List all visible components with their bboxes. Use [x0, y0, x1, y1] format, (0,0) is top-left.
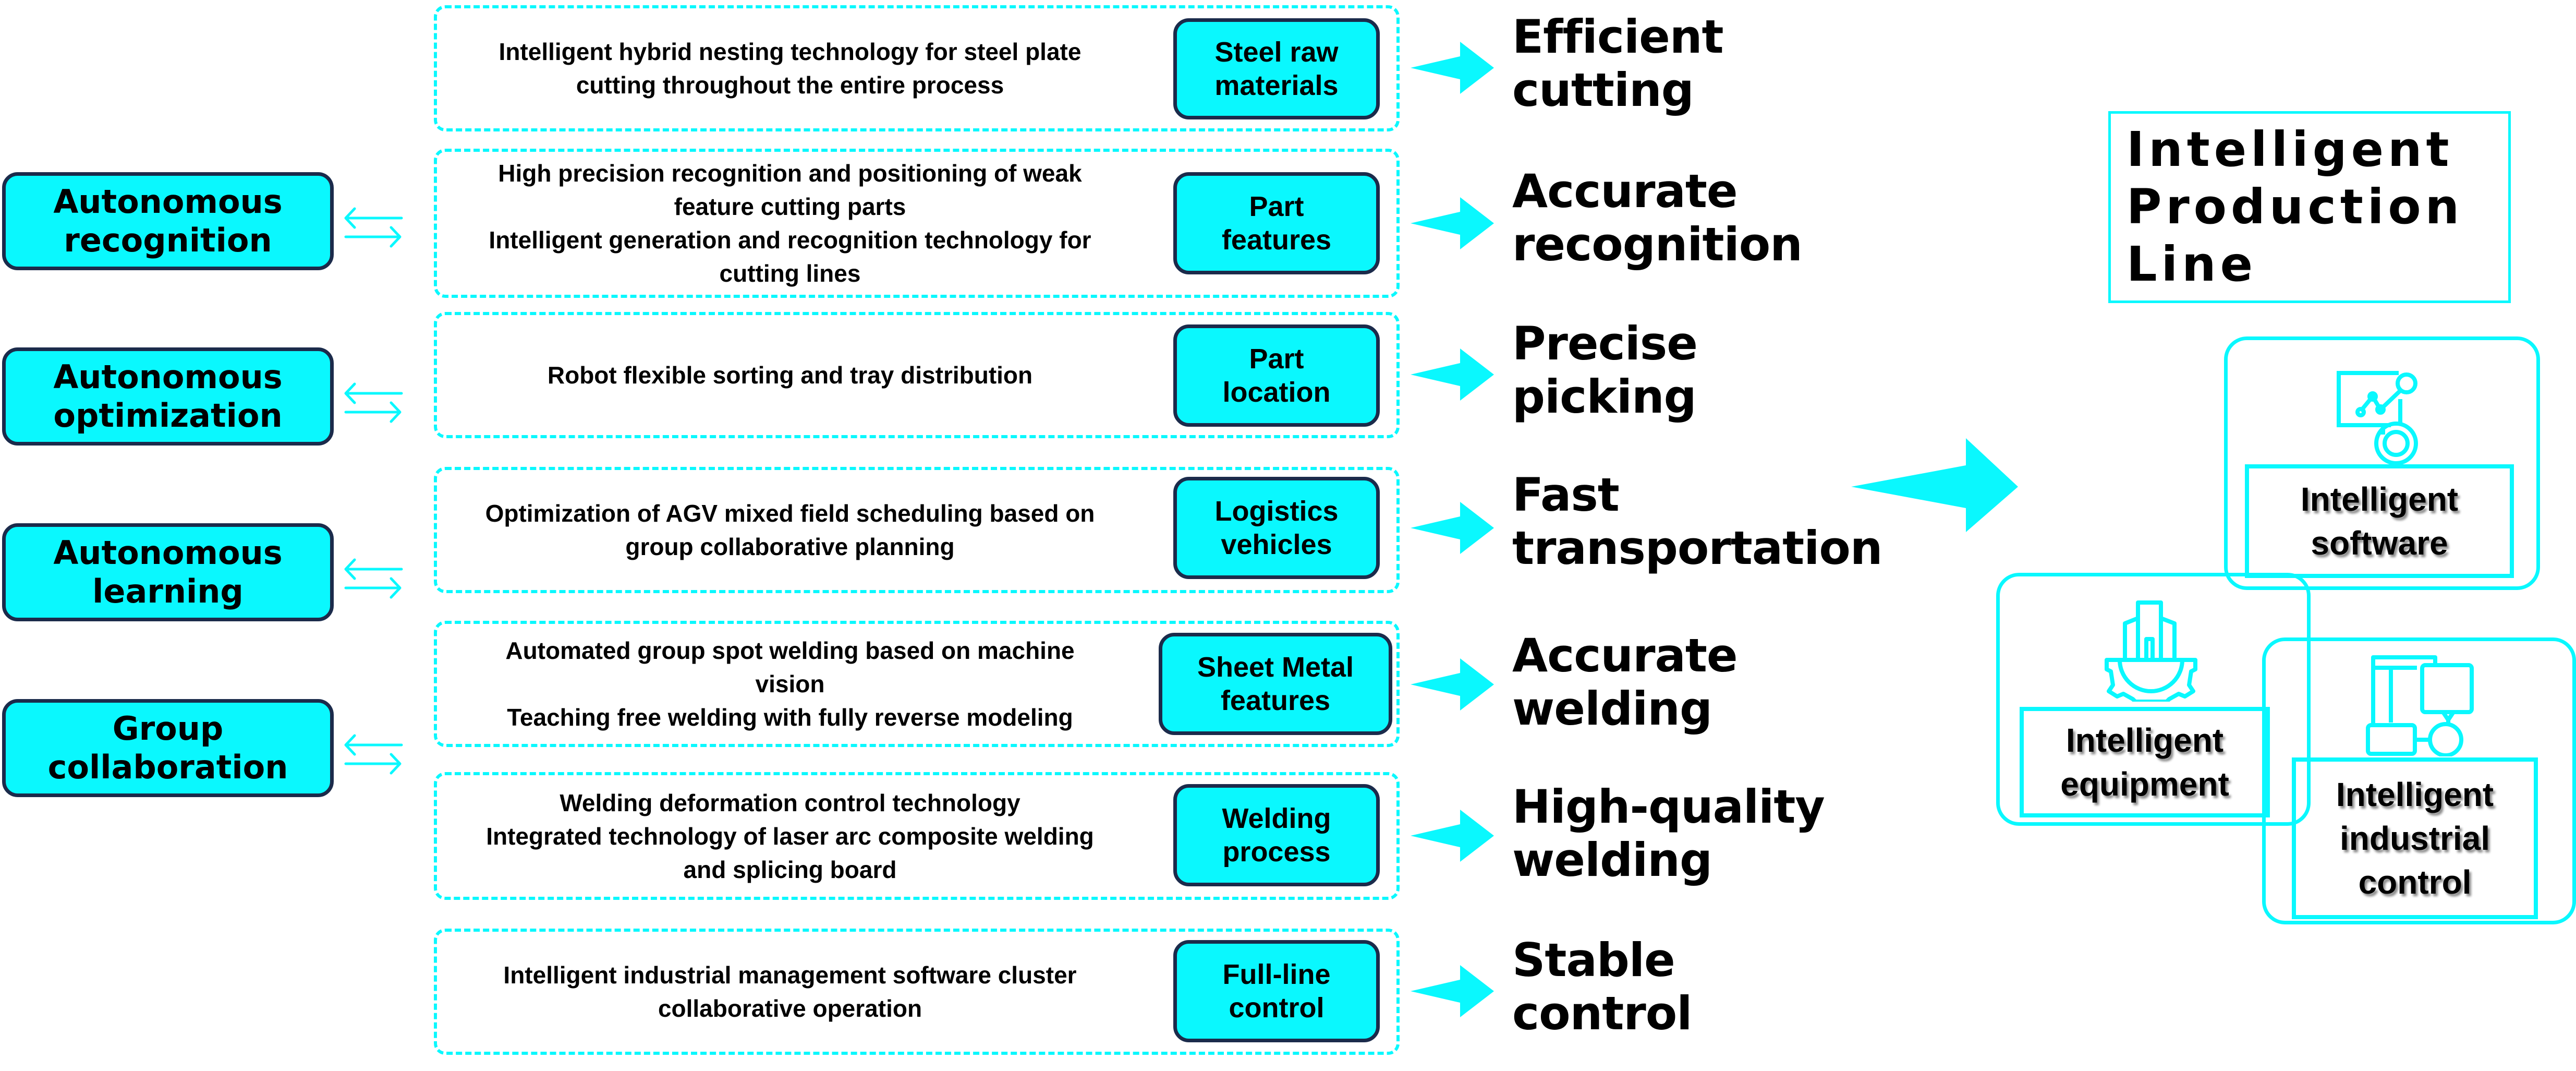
card-label-intelligent-equipment: Intelligent equipment [2020, 707, 2270, 817]
outcome-efficient-cutting: Efficient cutting [1512, 10, 1724, 117]
card-label-intelligent-industrial-control: Intelligent industrial control [2292, 757, 2538, 919]
technology-text: Intelligent hybrid nesting technology fo… [459, 5, 1121, 131]
control-system-icon [2365, 652, 2477, 756]
technology-text: High precision recognition and positioni… [459, 149, 1121, 298]
outcome-accurate-welding: Accurate welding [1512, 629, 1738, 736]
technology-text: Welding deformation control technology I… [459, 772, 1121, 900]
technology-line: cutting throughout the entire process [576, 71, 1004, 99]
technology-line: cutting lines [719, 260, 861, 287]
capability-autonomous-learning: Autonomous learning [2, 523, 334, 621]
outcome-precise-picking: Precise picking [1512, 317, 1698, 424]
outcome-high-quality-welding: High-quality welding [1512, 780, 1825, 887]
analytics-monitor-icon [2328, 368, 2438, 472]
object-logistics-vehicles: Logistics vehicles [1173, 477, 1380, 579]
outcome-stable-control: Stable control [1512, 933, 1692, 1040]
technology-panel [434, 467, 1400, 593]
technology-line: and splicing board [683, 856, 897, 883]
card-intelligent-equipment [1996, 573, 2311, 826]
technology-line: Integrated technology of laser arc compo… [486, 822, 1094, 850]
technology-line: vision [755, 670, 825, 697]
technology-panel [434, 149, 1400, 298]
technology-text: Robot flexible sorting and tray distribu… [459, 312, 1121, 438]
technology-panel [434, 312, 1400, 438]
technology-panel [434, 5, 1400, 131]
right-arrow-icon [1411, 197, 1494, 249]
bidirectional-arrow-icon [344, 734, 403, 775]
outcome-accurate-recognition: Accurate recognition [1512, 164, 1803, 271]
technology-line: Welding deformation control technology [560, 789, 1020, 816]
technology-line: Robot flexible sorting and tray distribu… [547, 362, 1033, 389]
technology-line: Optimization of AGV mixed field scheduli… [485, 500, 1095, 527]
object-steel-raw-materials: Steel raw materials [1173, 18, 1380, 119]
right-arrow-icon [1411, 658, 1494, 711]
technology-line: Intelligent hybrid nesting technology fo… [499, 38, 1082, 65]
right-arrow-icon [1411, 965, 1494, 1017]
technology-line: group collaborative planning [625, 533, 955, 560]
technology-line: feature cutting parts [674, 193, 906, 220]
technology-text: Optimization of AGV mixed field scheduli… [459, 467, 1121, 593]
gear-machine-icon [2101, 597, 2201, 702]
object-part-features: Part features [1173, 172, 1380, 274]
bidirectional-arrow-icon [344, 382, 403, 423]
bidirectional-arrow-icon [344, 207, 403, 248]
card-intelligent-software [2224, 336, 2540, 590]
outcome-fast-transportation: Fast transportation [1512, 468, 1883, 575]
object-part-location: Part location [1173, 324, 1380, 427]
object-sheet-metal-features: Sheet Metal features [1159, 633, 1392, 735]
technology-panel [434, 772, 1400, 900]
technology-line: collaborative operation [658, 995, 922, 1022]
capability-autonomous-recognition: Autonomous recognition [2, 172, 334, 270]
technology-text: Automated group spot welding based on ma… [459, 621, 1121, 747]
right-arrow-icon [1411, 348, 1494, 401]
technology-line: Teaching free welding with fully reverse… [507, 704, 1073, 731]
card-intelligent-industrial-control [2262, 637, 2576, 924]
technology-panel [434, 929, 1400, 1055]
technology-line: Automated group spot welding based on ma… [505, 637, 1075, 664]
capability-autonomous-optimization: Autonomous optimization [2, 347, 334, 446]
large-right-arrow-icon [1851, 438, 2018, 532]
object-full-line-control: Full-line control [1173, 940, 1380, 1042]
object-welding-process: Welding process [1173, 784, 1380, 886]
technology-line: High precision recognition and positioni… [498, 160, 1082, 187]
technology-line: Intelligent industrial management softwa… [503, 961, 1077, 989]
capability-group-collaboration: Group collaboration [2, 699, 334, 797]
card-label-intelligent-software: Intelligent software [2245, 464, 2514, 578]
right-arrow-icon [1411, 502, 1494, 554]
technology-line: Intelligent generation and recognition t… [489, 226, 1091, 254]
technology-panel [434, 621, 1400, 747]
right-arrow-icon [1411, 42, 1494, 94]
production-line-title: Intelligent Production Line [2108, 111, 2511, 303]
bidirectional-arrow-icon [344, 558, 403, 599]
right-arrow-icon [1411, 810, 1494, 862]
technology-text: Intelligent industrial management softwa… [459, 929, 1121, 1055]
